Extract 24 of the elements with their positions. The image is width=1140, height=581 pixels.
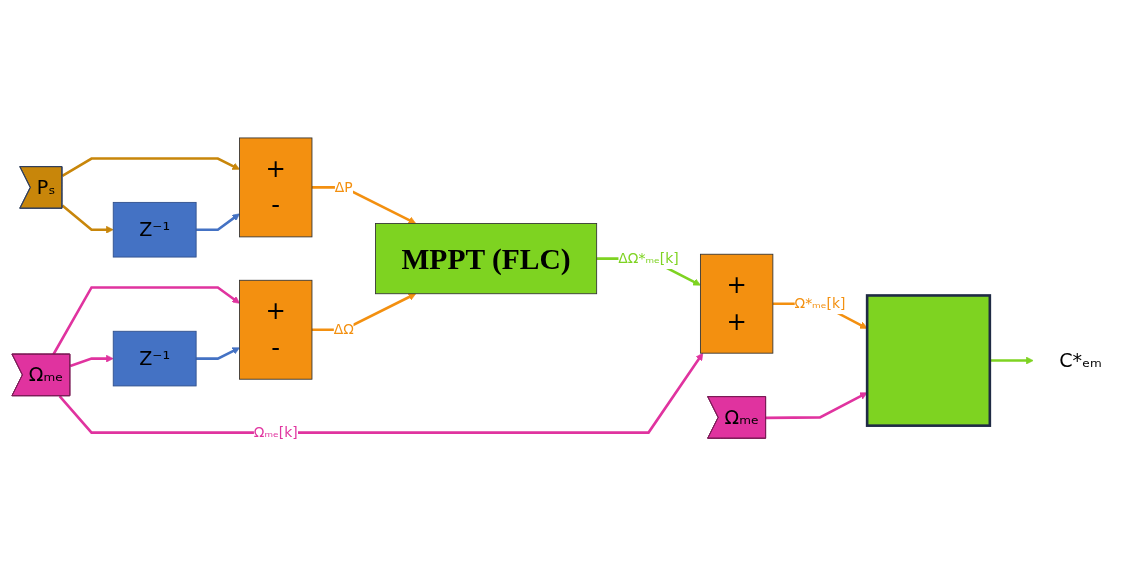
arrow	[58, 352, 704, 434]
arrow	[61, 157, 240, 177]
arrow	[766, 392, 868, 420]
edge-label: ΔP	[334, 178, 353, 196]
node-box: Z⁻¹	[112, 201, 197, 258]
edge-label: Ω*ₘₑ[k]	[794, 295, 846, 312]
node-box: + +	[700, 253, 774, 354]
edge-label: ΔΩ*ₘₑ[k]	[618, 249, 679, 267]
arrow	[989, 356, 1034, 365]
node-picture	[865, 294, 992, 427]
node-box: Z⁻¹	[112, 330, 197, 387]
node-box: + -	[239, 279, 313, 380]
arrow	[196, 213, 240, 232]
arrow	[61, 204, 114, 234]
arrow	[69, 354, 114, 368]
edge-label: Ωₘₑ[k]	[253, 423, 298, 441]
arrow	[196, 347, 240, 360]
arrow	[311, 293, 417, 332]
node-box: MPPT (FLC)	[375, 223, 598, 295]
arrow	[52, 286, 240, 356]
edge-label: ΔΩ	[333, 321, 354, 338]
node-text: C*ₑₘ	[1059, 349, 1103, 372]
arrow	[311, 186, 417, 224]
node-box: + -	[239, 137, 313, 238]
